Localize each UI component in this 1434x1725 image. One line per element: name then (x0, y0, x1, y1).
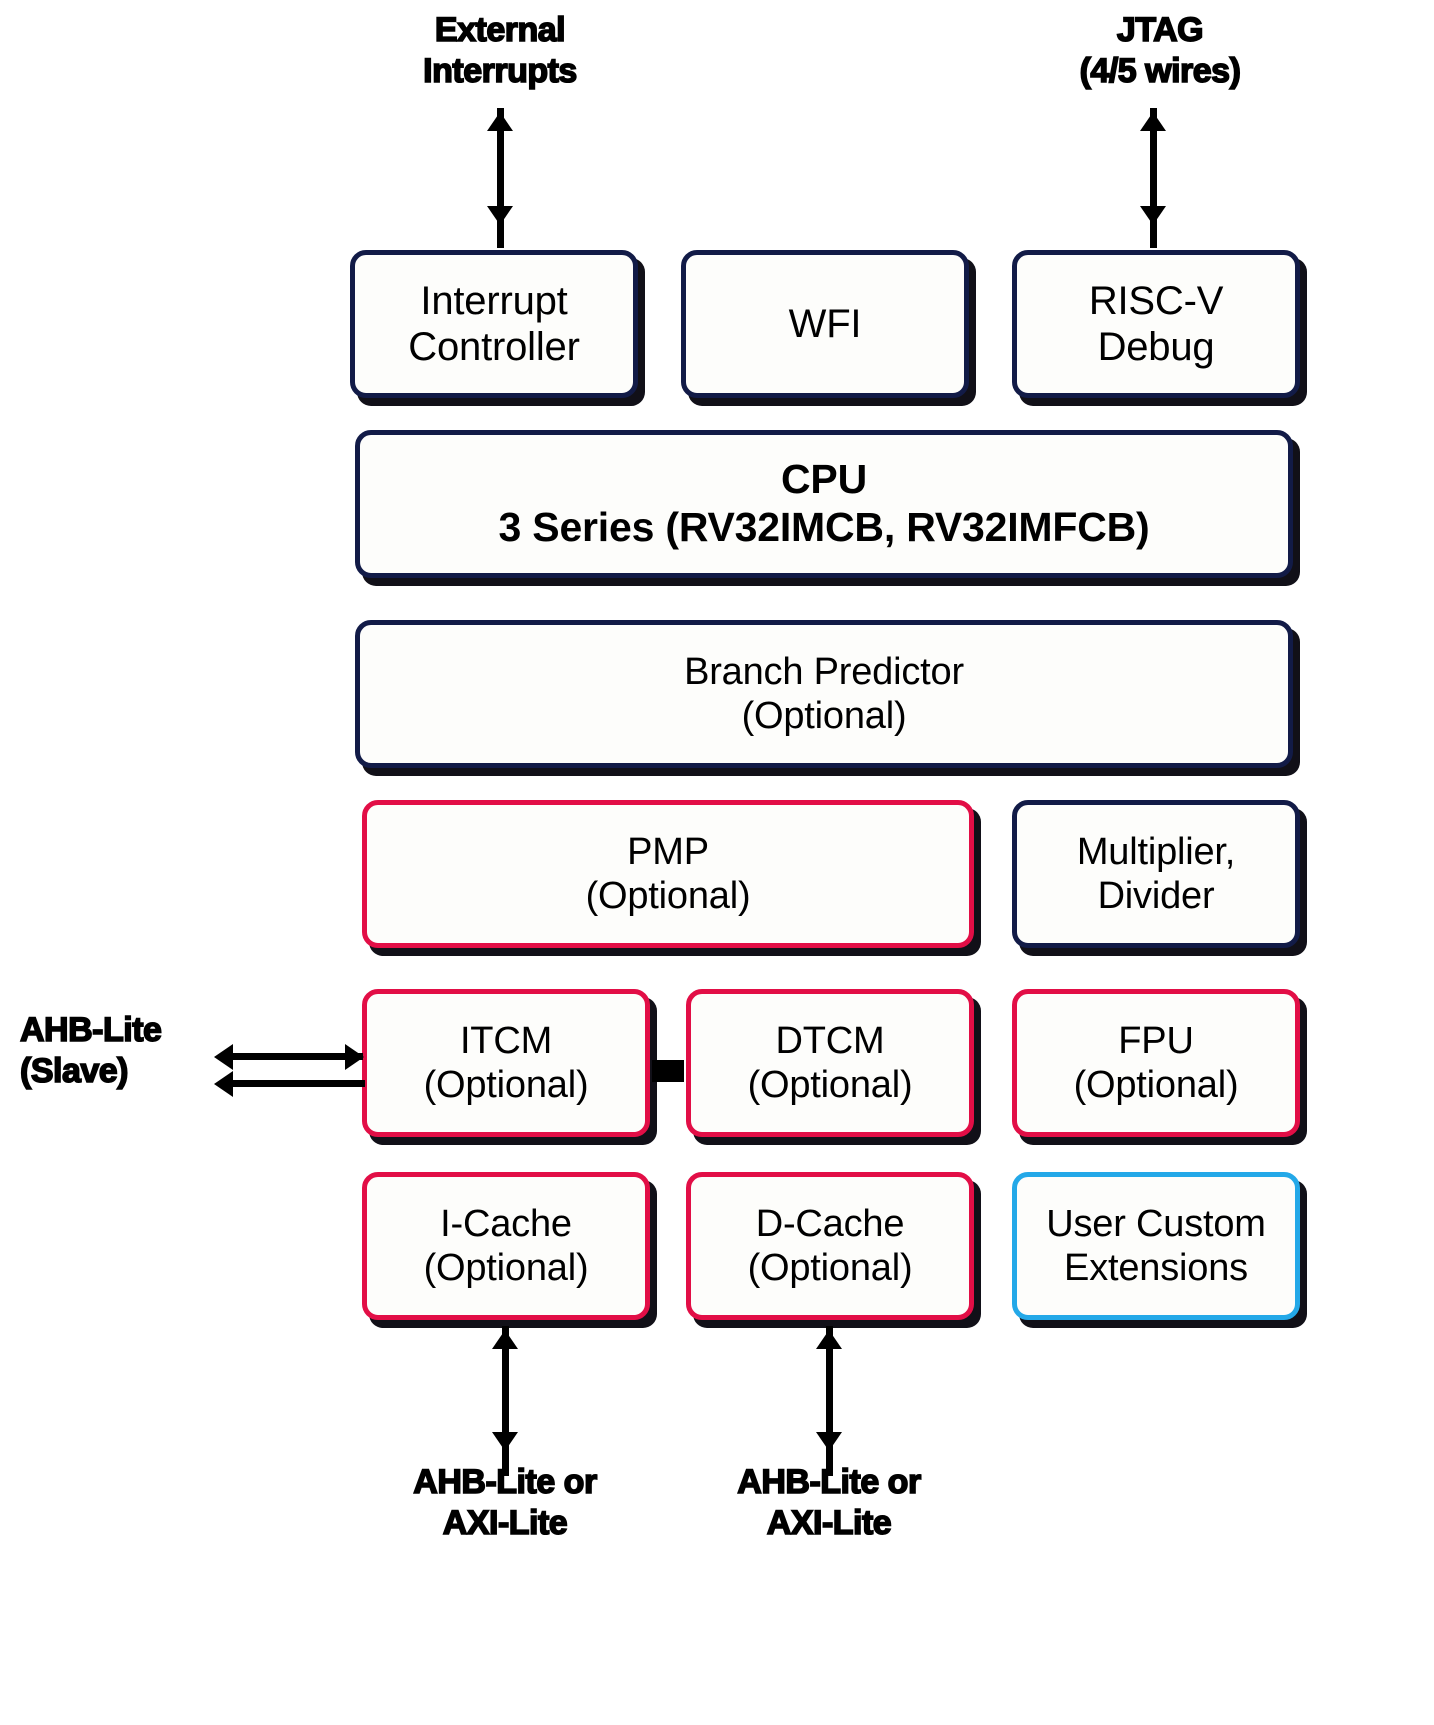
connector-d-cache-bus-arrow-up (816, 1330, 842, 1349)
block-branch-predictor[interactable]: Branch Predictor (Optional) (355, 620, 1293, 768)
connector-ahb-slave-arrow-right-top (345, 1044, 364, 1070)
block-pmp[interactable]: PMP (Optional) (362, 800, 974, 948)
label-bottom-left-bus: AHB-Lite or AXI-Lite (360, 1462, 650, 1545)
label-bottom-left-bus-line2: AXI-Lite (442, 1504, 569, 1544)
block-interrupt-controller-line2: Controller (408, 325, 580, 369)
block-interrupt-controller-line1: Interrupt (420, 278, 568, 323)
label-bottom-right-bus-line1: AHB-Lite or (736, 1462, 921, 1502)
connector-jtag-line (1150, 108, 1157, 248)
connector-itcm-dtcm (652, 1060, 684, 1082)
label-ahb-lite-slave-line1: AHB-Lite (19, 1010, 163, 1050)
block-interrupt-controller[interactable]: Interrupt Controller (350, 250, 638, 398)
connector-i-cache-bus-line (502, 1326, 509, 1476)
connector-d-cache-bus-arrow-down (816, 1432, 842, 1451)
label-jtag: JTAG (4/5 wires) (1015, 10, 1305, 93)
block-d-cache-line1: D-Cache (755, 1202, 905, 1245)
label-ahb-lite-slave: AHB-Lite (Slave) (19, 1010, 210, 1093)
block-branch-predictor-line1: Branch Predictor (684, 650, 964, 693)
block-d-cache[interactable]: D-Cache (Optional) (686, 1172, 974, 1320)
label-bottom-right-bus: AHB-Lite or AXI-Lite (684, 1462, 974, 1545)
connector-i-cache-bus-arrow-up (492, 1330, 518, 1349)
connector-jtag-arrow-down (1140, 206, 1166, 225)
block-riscv-debug-line2: Debug (1097, 325, 1215, 369)
block-wfi[interactable]: WFI (681, 250, 969, 398)
label-external-interrupts-line1: External (434, 10, 566, 50)
label-jtag-line1: JTAG (1116, 10, 1204, 50)
block-branch-predictor-line2: (Optional) (741, 695, 907, 737)
block-itcm-line2: (Optional) (423, 1064, 589, 1106)
label-bottom-right-bus-line2: AXI-Lite (766, 1504, 893, 1544)
block-multiplier-divider-line1: Multiplier, (1076, 830, 1236, 873)
block-riscv-debug[interactable]: RISC-V Debug (1012, 250, 1300, 398)
block-cpu-line1: CPU (781, 456, 867, 503)
block-itcm[interactable]: ITCM (Optional) (362, 989, 650, 1137)
block-multiplier-divider-line2: Divider (1097, 875, 1215, 917)
block-user-custom-extensions-line1: User Custom (1046, 1202, 1266, 1245)
block-fpu[interactable]: FPU (Optional) (1012, 989, 1300, 1137)
connector-external-interrupts-line (497, 108, 504, 248)
block-fpu-line2: (Optional) (1073, 1064, 1239, 1106)
block-dtcm[interactable]: DTCM (Optional) (686, 989, 974, 1137)
connector-ahb-slave-arrow-left-bottom (214, 1071, 233, 1097)
block-pmp-line2: (Optional) (585, 875, 751, 917)
block-dtcm-line2: (Optional) (747, 1064, 913, 1106)
label-external-interrupts-line2: Interrupts (422, 52, 578, 92)
connector-d-cache-bus-line (826, 1326, 833, 1476)
label-jtag-line2: (4/5 wires) (1079, 52, 1242, 92)
block-i-cache[interactable]: I-Cache (Optional) (362, 1172, 650, 1320)
block-pmp-line1: PMP (627, 830, 709, 873)
block-wfi-line1: WFI (788, 301, 862, 346)
block-user-custom-extensions-line2: Extensions (1064, 1247, 1248, 1289)
block-riscv-debug-line1: RISC-V (1088, 278, 1224, 323)
block-fpu-line1: FPU (1118, 1019, 1194, 1062)
connector-ahb-slave-arrow-left-top (214, 1044, 233, 1070)
connector-external-interrupts-arrow-down (487, 206, 513, 225)
label-external-interrupts: External Interrupts (355, 10, 645, 93)
connector-ahb-slave-line-bottom (225, 1080, 365, 1087)
connector-external-interrupts-arrow-up (487, 112, 513, 131)
block-dtcm-line1: DTCM (775, 1019, 885, 1062)
block-user-custom-extensions[interactable]: User Custom Extensions (1012, 1172, 1300, 1320)
block-cpu[interactable]: CPU 3 Series (RV32IMCB, RV32IMFCB) (355, 430, 1293, 578)
block-cpu-line2: 3 Series (RV32IMCB, RV32IMFCB) (498, 504, 1150, 550)
label-bottom-left-bus-line1: AHB-Lite or (412, 1462, 597, 1502)
block-d-cache-line2: (Optional) (747, 1247, 913, 1289)
connector-ahb-slave-line-top (225, 1053, 363, 1060)
connector-i-cache-bus-arrow-down (492, 1432, 518, 1451)
label-ahb-lite-slave-line2: (Slave) (19, 1052, 129, 1092)
block-itcm-line1: ITCM (459, 1019, 553, 1062)
block-i-cache-line1: I-Cache (440, 1202, 572, 1245)
block-i-cache-line2: (Optional) (423, 1247, 589, 1289)
connector-jtag-arrow-up (1140, 112, 1166, 131)
block-multiplier-divider[interactable]: Multiplier, Divider (1012, 800, 1300, 948)
